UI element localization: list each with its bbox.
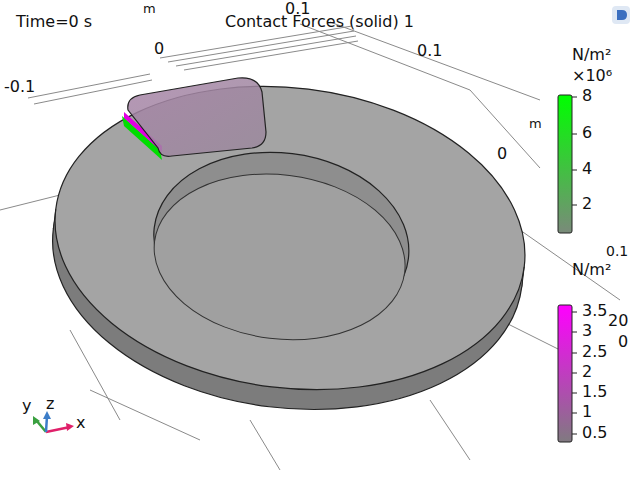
color-bar <box>558 95 572 233</box>
brake-disc <box>35 60 542 435</box>
axis-triad <box>33 411 74 432</box>
axis-tick: 0.1 <box>417 42 442 60</box>
time-stamp: Time=0 s <box>16 13 92 31</box>
axis-tick: 0 <box>154 40 164 58</box>
axis-name: z <box>46 395 54 413</box>
bar-unit: N/m² <box>572 46 611 64</box>
plot-title: Contact Forces (solid) 1 <box>225 13 414 31</box>
axis-tick: 20 <box>608 312 628 330</box>
bar-tick: 4 <box>582 160 592 178</box>
bar-tick: 3.5 <box>582 302 607 320</box>
bar-tick: 1.5 <box>582 383 607 401</box>
brake-pad <box>122 78 266 160</box>
bar-tick: 2 <box>582 195 592 213</box>
axis-unit: m <box>143 2 156 17</box>
axis-tick: 0.1 <box>606 243 628 259</box>
bar-scale: ×10⁶ <box>572 67 612 85</box>
pad-body <box>128 78 266 157</box>
bar-unit: N/m² <box>572 261 611 279</box>
axis-tick: 0.1 <box>285 0 310 18</box>
grid-lines <box>0 22 620 470</box>
axis-unit: m <box>529 117 542 132</box>
bar-tick: 1 <box>582 403 592 421</box>
color-bar <box>558 305 572 442</box>
axis-name: x <box>76 414 85 432</box>
bar-tick: 8 <box>582 87 592 105</box>
bar-tick: 0.5 <box>582 424 607 442</box>
bar-tick: 2 <box>582 363 592 381</box>
bar-tick: 6 <box>582 124 592 142</box>
app-logo <box>612 6 630 24</box>
axis-tick: -0.1 <box>4 78 35 96</box>
axis-tick: 0 <box>497 145 507 163</box>
axis-tick: 0 <box>618 333 628 351</box>
bar-tick: 2.5 <box>582 343 607 361</box>
bar-tick: 3 <box>582 322 592 340</box>
axis-name: y <box>22 397 31 415</box>
